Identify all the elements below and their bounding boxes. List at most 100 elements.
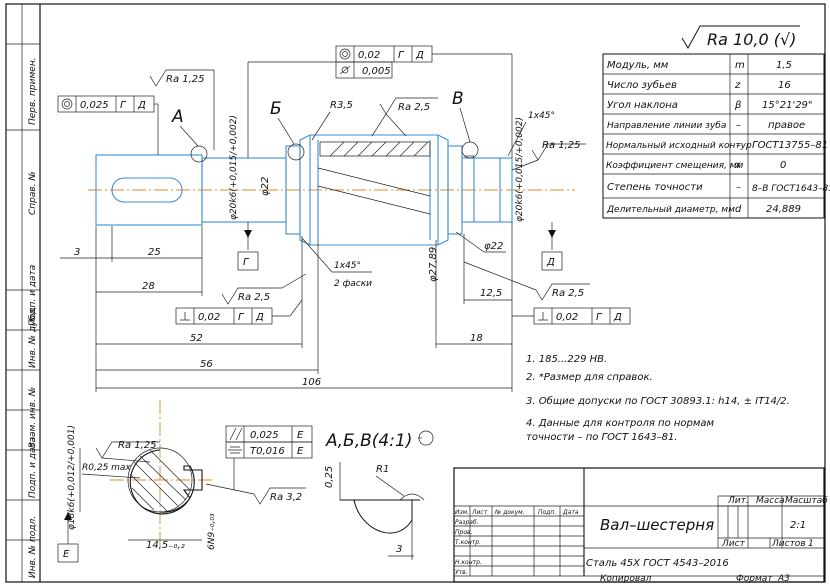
svg-text:3. Общие допуски по ГОСТ 30893: 3. Общие допуски по ГОСТ 30893.1: h14, ±… [526, 395, 790, 407]
tol-frame-mid-right: 0,02 Г Д [512, 307, 631, 325]
svg-text:Инв. № дубл.: Инв. № дубл. [28, 306, 38, 368]
tol-frame-top-center: 0,02 Г Д 0,005 [247, 45, 513, 158]
chamfer-note: 2 фаски [334, 279, 372, 289]
svg-text:Д: Д [415, 50, 424, 61]
svg-text:0,025: 0,025 [250, 430, 279, 441]
svg-text:Число зубьев: Число зубьев [607, 79, 677, 91]
datum-d [541, 251, 563, 271]
svg-text:Лит.: Лит. [727, 496, 749, 506]
svg-text:№ докум.: № докум. [494, 509, 525, 516]
dim-phi18: φ18k6(+0,012/+0,001) [67, 425, 77, 530]
technical-notes: 1. 185...229 HB. 2. *Размер для справок.… [526, 354, 790, 443]
svg-text:Д: Д [613, 312, 622, 323]
dim-chamfer-top: 1x45° [528, 111, 555, 121]
svg-text:25: 25 [148, 247, 161, 258]
svg-text:56: 56 [200, 359, 213, 370]
tol-frame-mid-left: 0,02 Г Д [175, 299, 303, 325]
svg-text:Угол наклона: Угол наклона [607, 100, 678, 111]
svg-text:Взам. инв. №: Взам. инв. № [28, 387, 38, 448]
svg-text:Д: Д [546, 257, 555, 268]
svg-text:Т.контр.: Т.контр. [455, 539, 481, 546]
svg-text:0,25: 0,25 [324, 466, 335, 488]
svg-text:3: 3 [74, 247, 80, 258]
general-roughness: Ra 10,0 (√) [707, 30, 796, 49]
datum-e [57, 543, 79, 563]
svg-text:Делительный диаметр, мм: Делительный диаметр, мм [606, 205, 735, 215]
svg-text:Д: Д [137, 100, 146, 111]
detail-title: А,Б,В(4:1) [325, 431, 412, 451]
svg-text:Г: Г [596, 312, 603, 323]
svg-text:Справ. №: Справ. № [28, 171, 38, 215]
svg-text:1. 185...229 HB.: 1. 185...229 HB. [526, 354, 607, 365]
tol-frame-bottom: 0,025 E T0,016 E [225, 425, 313, 490]
svg-text:Степень точности: Степень точности [607, 182, 703, 193]
svg-text:E: E [297, 446, 304, 457]
svg-text:Направление линии зуба: Направление линии зуба [607, 121, 726, 131]
svg-text:Г: Г [120, 100, 127, 111]
section-letter-a: A [171, 107, 184, 127]
linear-dims: 3 25 28 52 56 106 12,5 18 [60, 222, 513, 392]
svg-text:Перв. примен.: Перв. примен. [28, 57, 38, 125]
svg-text:z: z [734, 80, 741, 91]
svg-text:–: – [736, 120, 741, 131]
svg-text:0: 0 [780, 160, 786, 171]
section-letter-v: В [452, 89, 464, 109]
svg-text:Г: Г [238, 312, 245, 323]
dim-r3-5: R3,5 [330, 100, 353, 111]
svg-text:–: – [736, 140, 741, 151]
svg-text:Разраб.: Разраб. [455, 519, 479, 526]
roughness-r4: Ra 2,5 [238, 292, 270, 303]
svg-text:Г: Г [398, 50, 405, 61]
svg-text:R1: R1 [376, 464, 389, 475]
svg-text:Дата: Дата [562, 509, 579, 516]
roughness-r1: Ra 1,25 [166, 74, 205, 85]
svg-text:1,5: 1,5 [776, 60, 792, 71]
svg-text:Пров.: Пров. [455, 529, 473, 536]
svg-text:Модуль, мм: Модуль, мм [607, 60, 669, 71]
roughness-r5: Ra 2,5 [552, 288, 584, 299]
material: Сталь 45Х ГОСТ 4543–2016 [586, 558, 729, 569]
dim-phi22-a: φ22 [260, 177, 271, 196]
svg-text:Изм.: Изм. [455, 509, 469, 516]
svg-text:Нормальный исходный контур: Нормальный исходный контур [606, 141, 752, 151]
datum-g [237, 251, 259, 271]
svg-text:8–В ГОСТ1643–81: 8–В ГОСТ1643–81 [752, 184, 830, 194]
svg-text:2. *Размер для справок.: 2. *Размер для справок. [526, 372, 653, 383]
detail-view: R1 0,25 3 [324, 462, 425, 560]
svg-text:16: 16 [778, 80, 791, 91]
roughness-r7: Ra 3,2 [270, 492, 302, 503]
svg-text:–: – [736, 182, 741, 193]
svg-text:правое: правое [768, 120, 805, 131]
svg-text:Листов: Листов [771, 539, 806, 549]
svg-text:E: E [63, 549, 70, 560]
title-block: Вал–шестерня Сталь 45Х ГОСТ 4543–2016 2:… [453, 467, 828, 584]
svg-text:24,889: 24,889 [766, 204, 801, 215]
dim-chamfer-mid: 1x45° [334, 261, 361, 271]
svg-text:m: m [735, 60, 745, 71]
svg-text:15°21'29": 15°21'29" [762, 100, 813, 111]
svg-text:3: 3 [396, 544, 402, 555]
cross-section [110, 400, 214, 550]
outer-frame [5, 3, 826, 583]
svg-text:ГОСТ13755–81: ГОСТ13755–81 [752, 140, 828, 151]
dim-r025: R0,25 max [82, 463, 131, 473]
svg-text:1: 1 [808, 539, 814, 549]
svg-text:Инв. № подл.: Инв. № подл. [28, 516, 38, 578]
svg-text:Подп.: Подп. [538, 509, 556, 516]
dim-phi22-b: φ22 [484, 241, 503, 252]
svg-text:Лист: Лист [721, 539, 746, 549]
svg-text:0,02: 0,02 [556, 312, 578, 323]
dim-phi27-89: φ27,89 [428, 247, 439, 282]
svg-text:d: d [735, 204, 742, 215]
svg-text:A3: A3 [777, 574, 790, 584]
tol-frame-top-left: 0,025 Г Д [57, 95, 159, 155]
svg-text:Д: Д [255, 312, 264, 323]
shaft-view [88, 134, 575, 246]
svg-text:Подп. и дата: Подп. и дата [28, 437, 38, 498]
parameter-table: Модуль, мм m 1,5 Число зубьев z 16 Угол накл… [602, 53, 830, 219]
svg-text:12,5: 12,5 [480, 288, 502, 299]
dim-phi20-left: φ20k6(+0,015/+0,002) [229, 115, 239, 220]
side-strip-labels: Перв. примен. Справ. № Подп. и дата Инв.… [28, 57, 38, 578]
svg-text:18: 18 [470, 333, 483, 344]
